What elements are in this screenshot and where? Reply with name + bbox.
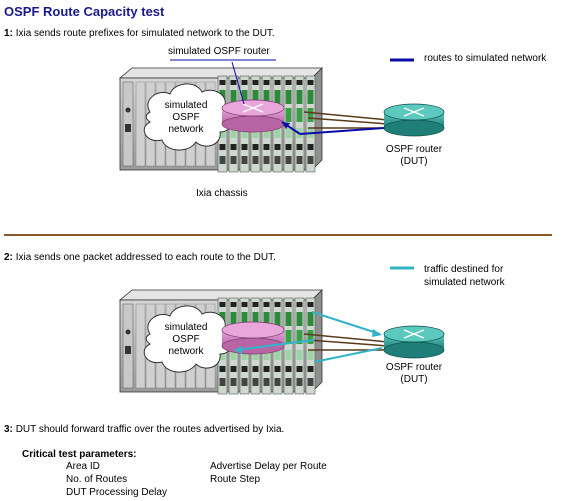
legend-text-2: traffic destined for simulated network	[424, 264, 505, 288]
legend-text-1: routes to simulated network	[424, 53, 547, 64]
simulated-router-label: simulated OSPF router	[168, 46, 270, 57]
cloud-1	[143, 83, 234, 151]
param-route-step: Route Step	[210, 474, 261, 485]
param-area-id: Area ID	[66, 461, 100, 472]
param-dut-processing-delay: DUT Processing Delay	[66, 487, 167, 498]
simulated-router-1	[221, 99, 285, 133]
cloud-label-1: simulated OSPF network	[164, 100, 208, 135]
step-1: 1: Ixia sends route prefixes for simulat…	[4, 28, 275, 39]
step-3-text: DUT should forward traffic over the rout…	[15, 424, 285, 435]
step-1-number: 1:	[4, 28, 13, 39]
step-2: 2: Ixia sends one packet addressed to ea…	[4, 252, 276, 263]
chassis-label: Ixia chassis	[196, 188, 248, 199]
dut-router-2	[383, 325, 445, 359]
step-3: 3: DUT should forward traffic over the r…	[4, 424, 284, 435]
cloud-2	[143, 305, 234, 373]
page-title: OSPF Route Capacity test	[4, 4, 165, 19]
dut-router-1	[383, 103, 445, 137]
cloud-label-2: simulated OSPF network	[164, 322, 208, 357]
dut-label-2: OSPF router (DUT)	[385, 362, 443, 385]
simulated-router-2	[221, 321, 285, 355]
param-advertise-delay: Advertise Delay per Route	[210, 461, 327, 472]
step-2-text: Ixia sends one packet addressed to each …	[15, 252, 276, 263]
links-diagram-1	[281, 111, 389, 135]
links-diagram-2	[234, 311, 389, 363]
param-no-of-routes: No. of Routes	[66, 474, 128, 485]
dut-label-1: OSPF router (DUT)	[385, 144, 443, 167]
step-1-text: Ixia sends route prefixes for simulated …	[15, 28, 275, 39]
critical-params-heading: Critical test parameters:	[22, 449, 137, 460]
step-3-number: 3:	[4, 424, 13, 435]
label-pointer-1	[231, 61, 245, 105]
step-2-number: 2:	[4, 252, 13, 263]
